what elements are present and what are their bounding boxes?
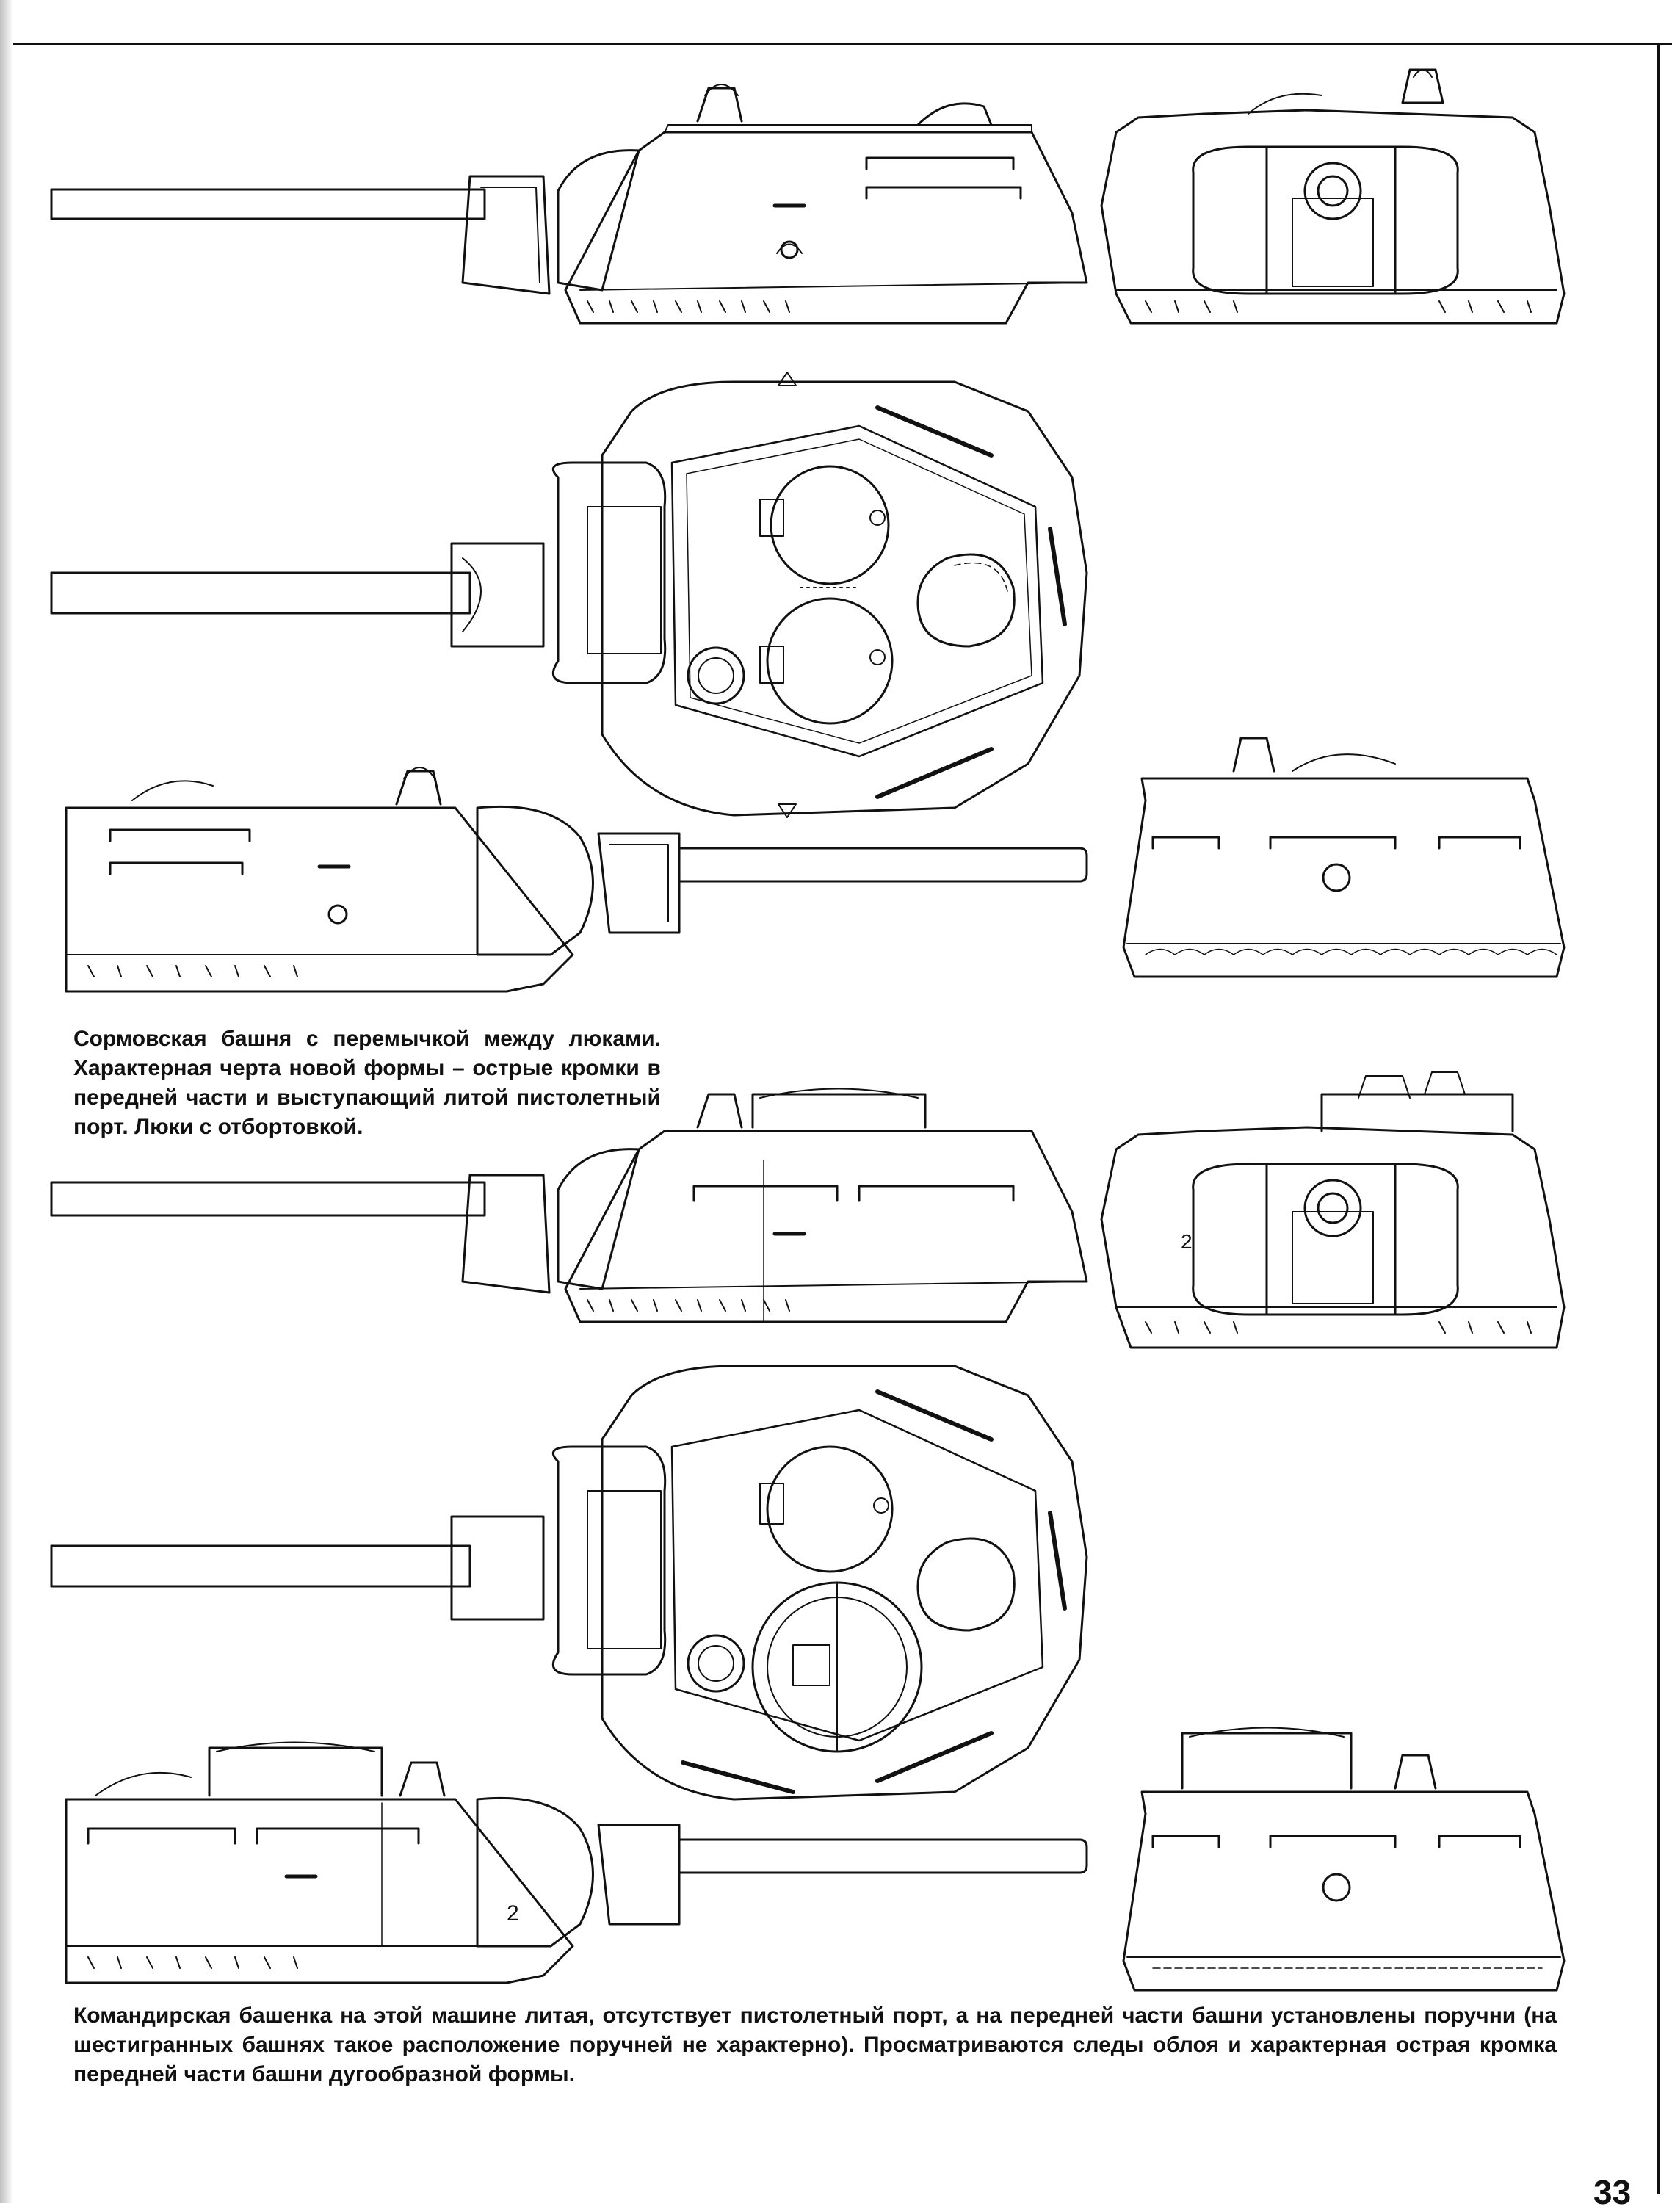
caption-first: Сормовская башня с перемычкой между люка… xyxy=(73,1027,661,1139)
turret1-top-view xyxy=(50,372,1088,818)
caption-second: Командирская башенка на этой машине лита… xyxy=(73,2003,1557,2086)
turret-number-front: 2 xyxy=(1181,1230,1193,1253)
turret1-side-view-right xyxy=(65,767,1088,993)
page-number: 33 xyxy=(1593,2173,1632,2211)
turret-number-side: 2 xyxy=(507,1901,519,1926)
turret2-front-view xyxy=(1100,1071,1566,1349)
right-rule xyxy=(1657,43,1660,2194)
turret1-front-view xyxy=(1100,68,1566,325)
top-rule xyxy=(13,43,1672,45)
turret1-rear-view xyxy=(1122,737,1566,978)
turret1-side-view-left xyxy=(50,84,1088,325)
turret2-side-view-right xyxy=(65,1741,1088,1984)
turret2-side-view-left xyxy=(50,1088,1088,1323)
turret2-rear-view xyxy=(1122,1727,1566,1992)
turret2-top-view xyxy=(50,1365,1088,1801)
book-spine xyxy=(0,0,13,2203)
